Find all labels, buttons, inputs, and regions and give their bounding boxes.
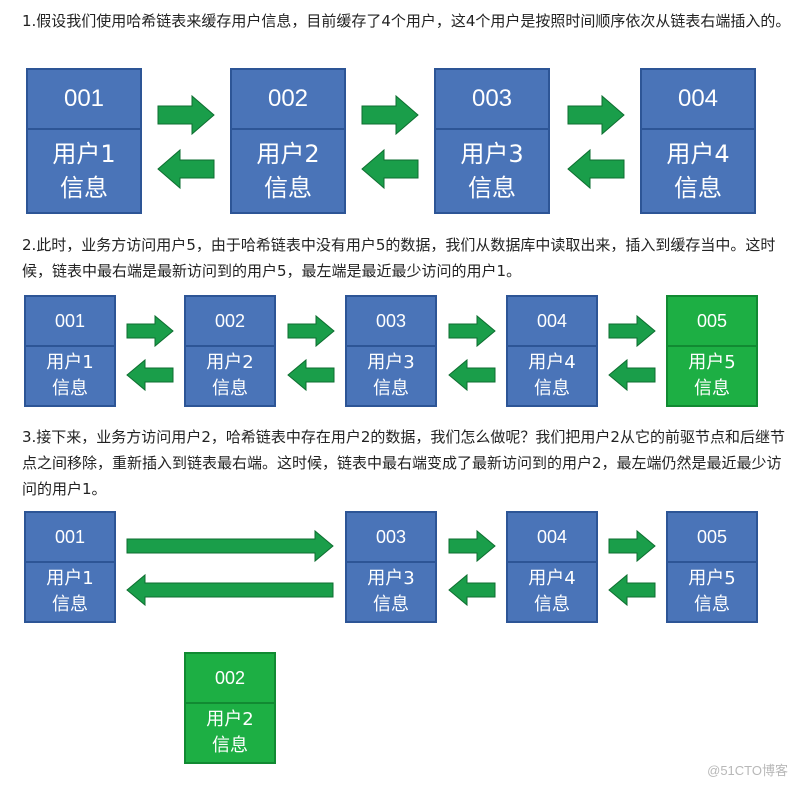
node-info: 信息 <box>373 378 409 399</box>
next-arrow-icon <box>157 94 215 136</box>
node-body: 用户4 信息 <box>508 347 596 405</box>
prev-arrow-icon <box>448 358 496 392</box>
next-arrow-icon <box>287 314 335 348</box>
node-body: 用户1 信息 <box>28 130 140 212</box>
node-body: 用户4 信息 <box>508 563 596 621</box>
node-info: 信息 <box>674 174 722 202</box>
node-body: 用户3 信息 <box>347 563 435 621</box>
step3-moved-node-002: 002 用户2 信息 <box>184 652 276 764</box>
node-body: 用户2 信息 <box>186 347 274 405</box>
step1-node-002: 002 用户2 信息 <box>230 68 346 214</box>
step2-node-004: 004 用户4 信息 <box>506 295 598 407</box>
node-id: 001 <box>26 513 114 563</box>
node-user: 用户3 <box>367 568 415 589</box>
node-id: 001 <box>28 70 140 130</box>
prev-arrow-icon <box>361 148 419 190</box>
node-id: 003 <box>436 70 548 130</box>
next-arrow-icon <box>608 529 656 563</box>
node-user: 用户3 <box>367 352 415 373</box>
step3-node-004: 004 用户4 信息 <box>506 511 598 623</box>
step2-node-003: 003 用户3 信息 <box>345 295 437 407</box>
node-body: 用户5 信息 <box>668 347 756 405</box>
next-arrow-icon <box>126 314 174 348</box>
node-info: 信息 <box>534 594 570 615</box>
step3-node-005: 005 用户5 信息 <box>666 511 758 623</box>
node-id: 003 <box>347 297 435 347</box>
prev-arrow-icon <box>608 358 656 392</box>
node-body: 用户3 信息 <box>436 130 548 212</box>
step3-node-001: 001 用户1 信息 <box>24 511 116 623</box>
node-info: 信息 <box>212 735 248 756</box>
step1-text: 1.假设我们使用哈希链表来缓存用户信息，目前缓存了4个用户，这4个用户是按照时间… <box>22 12 791 30</box>
node-info: 信息 <box>373 594 409 615</box>
step2-text: 2.此时，业务方访问用户5，由于哈希链表中没有用户5的数据，我们从数据库中读取出… <box>22 236 776 280</box>
node-info: 信息 <box>534 378 570 399</box>
next-arrow-icon <box>567 94 625 136</box>
step2-node-001: 001 用户1 信息 <box>24 295 116 407</box>
prev-arrow-icon <box>126 573 334 607</box>
next-arrow-icon <box>126 529 334 563</box>
node-user: 用户4 <box>528 352 576 373</box>
node-user: 用户5 <box>688 352 736 373</box>
node-info: 信息 <box>60 174 108 202</box>
node-id: 002 <box>186 297 274 347</box>
next-arrow-icon <box>448 314 496 348</box>
node-user: 用户2 <box>206 352 254 373</box>
node-body: 用户4 信息 <box>642 130 754 212</box>
node-user: 用户1 <box>46 568 94 589</box>
node-info: 信息 <box>468 174 516 202</box>
node-id: 004 <box>508 513 596 563</box>
node-user: 用户3 <box>460 140 524 168</box>
node-id: 002 <box>232 70 344 130</box>
prev-arrow-icon <box>448 573 496 607</box>
node-info: 信息 <box>694 594 730 615</box>
step1-node-004: 004 用户4 信息 <box>640 68 756 214</box>
prev-arrow-icon <box>157 148 215 190</box>
node-id: 004 <box>642 70 754 130</box>
node-body: 用户3 信息 <box>347 347 435 405</box>
node-body: 用户5 信息 <box>668 563 756 621</box>
node-id: 002 <box>186 654 274 704</box>
prev-arrow-icon <box>287 358 335 392</box>
step2-node-005: 005 用户5 信息 <box>666 295 758 407</box>
watermark: @51CTO博客 <box>707 763 788 778</box>
node-user: 用户2 <box>256 140 320 168</box>
node-id: 004 <box>508 297 596 347</box>
step1-node-003: 003 用户3 信息 <box>434 68 550 214</box>
node-info: 信息 <box>212 378 248 399</box>
step2-node-002: 002 用户2 信息 <box>184 295 276 407</box>
node-info: 信息 <box>52 378 88 399</box>
step3-node-003: 003 用户3 信息 <box>345 511 437 623</box>
node-user: 用户1 <box>52 140 116 168</box>
node-info: 信息 <box>694 378 730 399</box>
node-user: 用户1 <box>46 352 94 373</box>
prev-arrow-icon <box>567 148 625 190</box>
node-id: 001 <box>26 297 114 347</box>
node-id: 005 <box>668 297 756 347</box>
node-body: 用户1 信息 <box>26 563 114 621</box>
node-user: 用户2 <box>206 709 254 730</box>
node-id: 005 <box>668 513 756 563</box>
node-body: 用户2 信息 <box>232 130 344 212</box>
node-user: 用户4 <box>528 568 576 589</box>
node-user: 用户4 <box>666 140 730 168</box>
node-user: 用户5 <box>688 568 736 589</box>
step1-node-001: 001 用户1 信息 <box>26 68 142 214</box>
next-arrow-icon <box>361 94 419 136</box>
node-info: 信息 <box>52 594 88 615</box>
node-body: 用户2 信息 <box>186 704 274 762</box>
node-body: 用户1 信息 <box>26 347 114 405</box>
node-info: 信息 <box>264 174 312 202</box>
next-arrow-icon <box>608 314 656 348</box>
next-arrow-icon <box>448 529 496 563</box>
step3-text: 3.接下来，业务方访问用户2，哈希链表中存在用户2的数据，我们怎么做呢？我们把用… <box>22 428 785 498</box>
prev-arrow-icon <box>608 573 656 607</box>
node-id: 003 <box>347 513 435 563</box>
prev-arrow-icon <box>126 358 174 392</box>
